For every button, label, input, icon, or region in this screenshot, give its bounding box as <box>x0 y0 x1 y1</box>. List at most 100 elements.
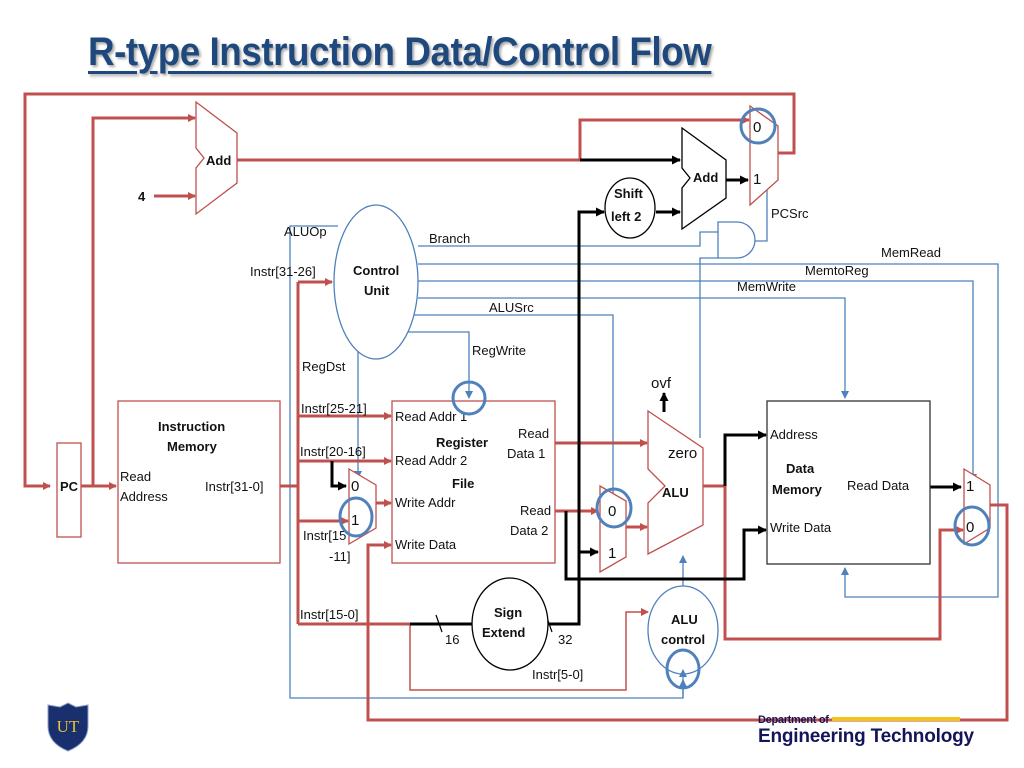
regdst-highlight-circle <box>338 496 374 538</box>
aluctrl-label-2: control <box>661 632 705 647</box>
rf-write-data: Write Data <box>395 537 457 552</box>
memtoreg-label: MemtoReg <box>805 263 869 278</box>
rf-read-addr-1: Read Addr 1 <box>395 409 467 424</box>
wire-addr <box>723 430 767 486</box>
regdst-label: RegDst <box>302 359 346 374</box>
wire-branch <box>418 231 718 247</box>
control-unit <box>333 204 419 360</box>
dmem-title-2: Memory <box>772 482 823 497</box>
register-file <box>391 400 556 564</box>
control-label-2: Unit <box>364 283 390 298</box>
aluctrl-label-1: ALU <box>671 612 698 627</box>
wire-rt-to-mux <box>330 461 347 491</box>
wire-funct <box>409 608 649 691</box>
wire-pc-to-adder <box>91 114 196 486</box>
instr-rd-label-2: -11] <box>329 549 350 564</box>
alu-zero-label: zero <box>668 445 697 462</box>
rf-title-1: Register <box>436 435 488 450</box>
wire-rd2-to-memwrite <box>564 511 767 581</box>
active-wires <box>23 92 1009 722</box>
imem-instr-out: Instr[31-0] <box>205 479 264 494</box>
branch-label: Branch <box>429 231 470 246</box>
aluop-label: ALUOp <box>284 224 327 239</box>
control-wires <box>289 183 999 699</box>
branch-adder <box>681 126 727 231</box>
pcsrc-label: PCSrc <box>771 206 809 221</box>
pcsrc-mux-in0: 0 <box>753 119 761 136</box>
memread-label: MemRead <box>881 245 941 260</box>
rf-write-addr: Write Addr <box>395 495 456 510</box>
rf-read-addr-2: Read Addr 2 <box>395 453 467 468</box>
memtoreg-mux-in1: 1 <box>966 478 974 495</box>
memtoreg-mux-in0: 0 <box>966 519 974 536</box>
shift-label-2: left 2 <box>611 209 641 224</box>
dmem-read-data: Read Data <box>847 478 910 493</box>
pcsrc-highlight-circle <box>739 107 777 145</box>
imem-title-2: Memory <box>167 439 218 454</box>
department-branding: Department of Engineering Technology <box>758 710 974 746</box>
branch-and-gate <box>717 221 756 259</box>
memwrite-label: MemWrite <box>737 279 796 294</box>
dmem-address: Address <box>770 427 818 442</box>
const-4-label: 4 <box>138 189 146 204</box>
wire-zero <box>699 257 718 438</box>
bus-slash-16 <box>435 614 443 633</box>
dmem-write-data: Write Data <box>770 520 832 535</box>
wire-memread <box>418 263 999 598</box>
wire-regwrite <box>402 331 473 399</box>
sign-label-1: Sign <box>494 605 522 620</box>
alusrc-mux <box>599 484 627 574</box>
instr-rs-label: Instr[25-21] <box>301 401 367 416</box>
rf-rd1-2: Data 1 <box>507 446 545 461</box>
wire-sign-out <box>548 207 605 626</box>
pcsrc-mux <box>749 104 779 207</box>
dmem-title-1: Data <box>786 461 815 476</box>
instr-op-label: Instr[31-26] <box>250 264 316 279</box>
imem-read-1: Read <box>120 469 151 484</box>
data-memory <box>766 400 931 565</box>
alu-control <box>647 585 719 675</box>
control-label-1: Control <box>353 263 399 278</box>
alu <box>647 409 704 556</box>
alusrc-mux-in1: 1 <box>608 545 616 562</box>
imem-title-1: Instruction <box>158 419 225 434</box>
dept-name: Engineering Technology <box>758 726 974 747</box>
regdst-mux-in0: 0 <box>351 478 359 495</box>
instruction-memory <box>117 400 281 564</box>
pc-label: PC <box>60 479 79 494</box>
alusrc-label: ALUSrc <box>489 300 534 315</box>
wire-pc4 <box>237 116 750 162</box>
regwrite-highlight-circle <box>451 380 487 416</box>
wire-memwrite <box>418 297 849 399</box>
slide-title: R-type Instruction Data/Control Flow <box>88 30 712 74</box>
rf-rd1-1: Read <box>518 426 549 441</box>
branch-adder-label: Add <box>693 170 718 185</box>
rf-title-2: File <box>452 476 474 491</box>
instr-funct-label: Instr[5-0] <box>532 667 583 682</box>
dept-accent-bar <box>831 716 960 721</box>
inactive-wires <box>330 155 962 626</box>
alusrc-highlight-circle <box>595 487 633 529</box>
rf-rd2-1: Read <box>520 503 551 518</box>
rf-rd2-2: Data 2 <box>510 523 548 538</box>
pcsrc-mux-in1: 1 <box>753 171 761 188</box>
dept-prefix: Department of <box>758 714 829 726</box>
wire-memtoreg <box>418 280 977 482</box>
instr-rd-label-1: Instr[15 <box>303 528 346 543</box>
imem-read-2: Address <box>120 489 168 504</box>
wire-alu-result <box>703 484 964 641</box>
regwrite-label: RegWrite <box>472 343 526 358</box>
alu-ovf-label: ovf <box>651 375 672 392</box>
shift-left-2 <box>604 177 656 239</box>
sign-out-width: 32 <box>558 632 572 647</box>
alu-label: ALU <box>662 485 689 500</box>
logo-text: UT <box>57 717 80 736</box>
instr-rt-label: Instr[20-16] <box>300 444 366 459</box>
sign-in-width: 16 <box>445 632 459 647</box>
pc-adder <box>195 100 238 216</box>
memtoreg-highlight-circle <box>953 505 991 547</box>
sign-label-2: Extend <box>482 625 525 640</box>
pc-adder-label: Add <box>206 153 231 168</box>
shift-label-1: Shift <box>614 186 644 201</box>
